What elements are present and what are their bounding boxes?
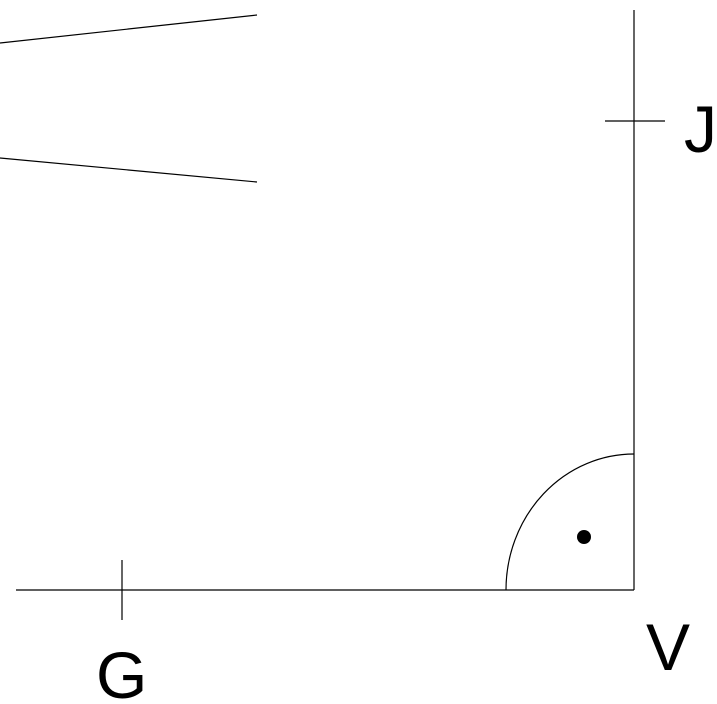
right-angle-dot (577, 530, 591, 544)
right-angle-arc (505, 453, 635, 591)
lower-slanted-line (0, 157, 258, 183)
label-g: G (96, 638, 147, 704)
upper-slanted-line (0, 14, 258, 44)
label-v: V (646, 610, 690, 684)
label-j: J (684, 92, 717, 166)
